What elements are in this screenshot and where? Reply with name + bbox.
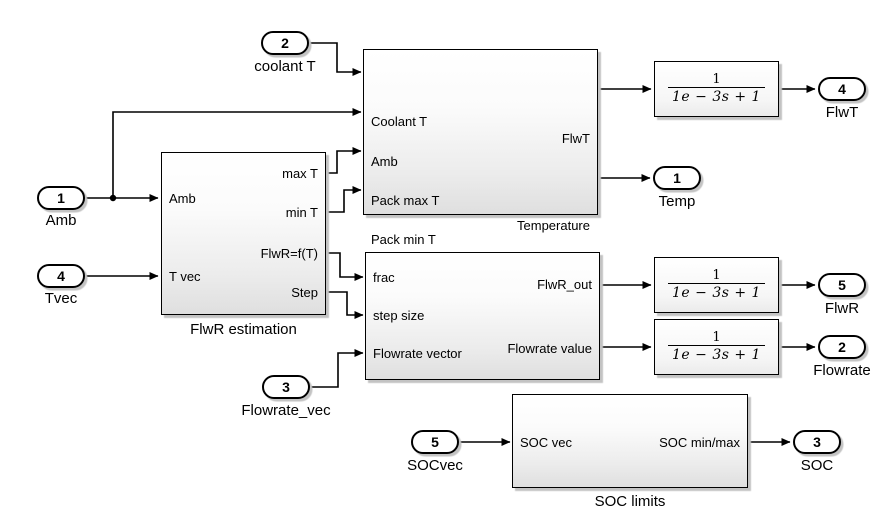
input-port-label-amb: Amb [169, 191, 196, 206]
output-port-label-max-t: max T [282, 166, 318, 181]
outport-5-flwr[interactable]: 5 [818, 273, 866, 297]
soc-limits-subsystem-block[interactable]: SOC vec SOC min/max [512, 394, 748, 488]
inport-number: 3 [282, 379, 290, 395]
output-port-label-temperature: Temperature [517, 218, 590, 233]
wire-maxT-to-packmaxT[interactable] [326, 147, 362, 174]
soc-limits-block-name: SOC limits [594, 493, 666, 510]
thermal-subsystem-block[interactable]: Coolant T Amb Pack max T Pack min T FlwT… [363, 49, 598, 247]
flowrate-subsystem-block[interactable]: frac step size Flowrate vector FlwR_out … [365, 252, 600, 380]
outport-label-flwt: FlwT [825, 104, 859, 121]
tf-numerator: 1 [712, 330, 721, 345]
flwr-estimation-subsystem-block[interactable]: Amb T vec max T min T FlwR=f(T) Step [161, 152, 326, 315]
inport-3-flowrate-vec[interactable]: 3 [262, 375, 310, 399]
inport-2-coolant-t[interactable]: 2 [261, 31, 309, 55]
transfer-fn-block-flwt[interactable]: 1 1e − 3s + 1 [654, 61, 779, 117]
wire-step-to-stepsize[interactable] [326, 291, 364, 319]
outport-number: 5 [838, 277, 846, 293]
outport-2-flowrate[interactable]: 2 [818, 335, 866, 359]
inport-number: 2 [281, 35, 289, 51]
tf-denominator: 1e − 3s + 1 [668, 87, 765, 106]
wire-branch-dot[interactable] [109, 194, 117, 202]
output-port-label-soc-minmax: SOC min/max [659, 435, 740, 450]
outport-number: 1 [673, 170, 681, 186]
output-port-label-flowrate-value: Flowrate value [507, 341, 592, 356]
input-port-label-soc-vec: SOC vec [520, 435, 573, 450]
inport-4-tvec[interactable]: 4 [37, 264, 85, 288]
output-port-label-flwr-ft: FlwR=f(T) [260, 246, 318, 261]
outport-4-flwt[interactable]: 4 [818, 77, 866, 101]
transfer-fn-block-flwr[interactable]: 1 1e − 3s + 1 [654, 257, 779, 313]
outport-label-temp: Temp [658, 193, 696, 210]
outport-label-flwr: FlwR [824, 300, 860, 317]
input-port-label-amb: Amb [371, 154, 398, 169]
wire-amb-branch-to-thermal[interactable] [112, 108, 362, 198]
output-port-label-flwr-out: FlwR_out [537, 277, 592, 292]
input-port-label-pack-max-t: Pack max T [371, 193, 440, 208]
inport-label-coolant-t: coolant T [254, 58, 316, 75]
inport-label-tvec: Tvec [44, 290, 78, 307]
transfer-fn-block-flowrate[interactable]: 1 1e − 3s + 1 [654, 319, 779, 375]
output-port-label-flwt: FlwT [561, 131, 590, 146]
tf-denominator: 1e − 3s + 1 [668, 283, 765, 302]
tf-denominator: 1e − 3s + 1 [668, 345, 765, 364]
inport-5-socvec[interactable]: 5 [411, 430, 459, 454]
wire-coolantT-to-thermal[interactable] [309, 42, 362, 76]
transfer-fn-fraction: 1 1e − 3s + 1 [668, 72, 765, 106]
input-port-label-step-size: step size [373, 308, 425, 323]
input-port-label-frac: frac [373, 270, 395, 285]
inport-label-flowrate-vec: Flowrate_vec [241, 402, 331, 419]
outport-number: 3 [813, 434, 821, 450]
outport-3-soc[interactable]: 3 [793, 430, 841, 454]
input-port-label-coolant-t: Coolant T [371, 114, 428, 129]
transfer-fn-fraction: 1 1e − 3s + 1 [668, 330, 765, 364]
input-port-label-pack-min-t: Pack min T [371, 232, 436, 247]
inport-label-socvec: SOCvec [407, 457, 463, 474]
inport-label-amb: Amb [45, 212, 77, 229]
output-port-label-min-t: min T [285, 205, 318, 220]
outport-1-temp[interactable]: 1 [653, 166, 701, 190]
inport-number: 1 [57, 190, 65, 206]
inport-1-amb[interactable]: 1 [37, 186, 85, 210]
wire-minT-to-packminT[interactable] [326, 186, 362, 213]
wire-flwrft-to-frac[interactable] [326, 252, 364, 281]
transfer-fn-fraction: 1 1e − 3s + 1 [668, 268, 765, 302]
input-port-label-flowrate-vector: Flowrate vector [373, 346, 462, 361]
outport-number: 2 [838, 339, 846, 355]
output-port-label-step: Step [291, 285, 318, 300]
inport-number: 5 [431, 434, 439, 450]
outport-label-flowrate: Flowrate [813, 362, 871, 379]
outport-number: 4 [838, 81, 846, 97]
wire-flowratevec-to-flowratevector[interactable] [310, 349, 364, 388]
tf-numerator: 1 [712, 268, 721, 283]
inport-number: 4 [57, 268, 65, 284]
input-port-label-t-vec: T vec [169, 269, 201, 284]
outport-label-soc: SOC [800, 457, 834, 474]
tf-numerator: 1 [712, 72, 721, 87]
flwr-estimation-block-name: FlwR estimation [190, 321, 297, 338]
